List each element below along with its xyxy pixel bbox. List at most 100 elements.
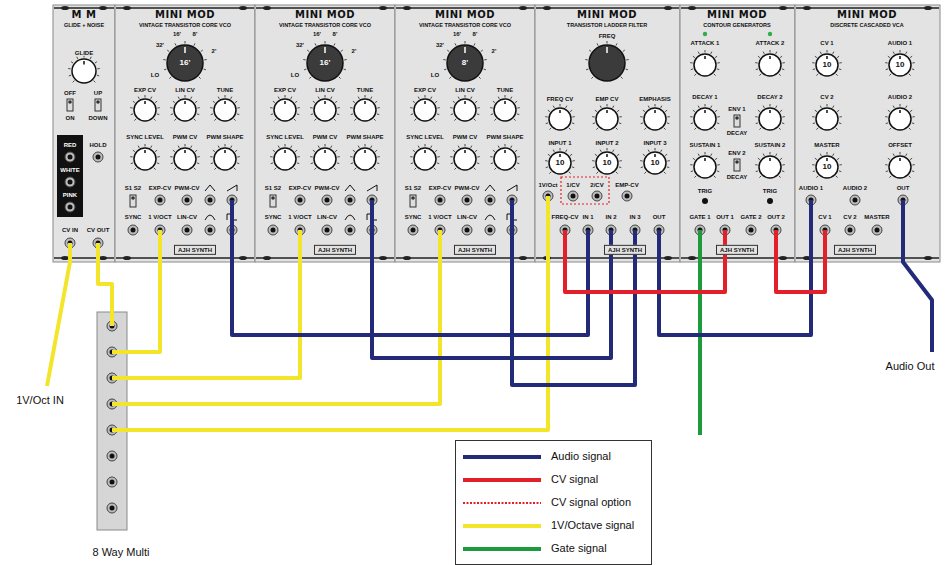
knob-pointer: [424, 101, 426, 104]
jack-hole: [208, 198, 213, 203]
jack-socket: [872, 225, 882, 235]
panel-label: 8': [472, 31, 479, 37]
scale-tick: [337, 156, 339, 157]
waveform-symbol: [345, 215, 355, 220]
scale-tick: [693, 158, 695, 159]
scale-tick: [643, 154, 645, 155]
scale-tick: [350, 107, 352, 108]
scale-tick: [334, 168, 336, 170]
scale-tick: [178, 97, 179, 99]
scale-tick: [626, 59, 628, 60]
jack-hole: [298, 198, 303, 203]
panel-label: OUT: [896, 185, 911, 191]
knob: [210, 144, 240, 170]
scale-tick: [816, 128, 818, 130]
scale-tick: [318, 146, 319, 148]
panel-label: 16': [312, 31, 322, 37]
patch-cable: [232, 262, 588, 335]
scale-tick: [413, 101, 415, 102]
scale-tick: [151, 146, 152, 148]
scale-tick: [297, 107, 299, 108]
knob: [68, 55, 100, 83]
scale-tick: [782, 62, 784, 63]
scale-tick: [667, 122, 669, 124]
scale-tick: [549, 128, 551, 130]
octave-dial: [585, 41, 628, 81]
scale-tick: [377, 156, 379, 157]
scale-tick: [619, 166, 621, 168]
knob-cap: [167, 45, 203, 81]
mounting-screw: [239, 256, 247, 260]
vco-module: MINI MODVINTAGE TRANSISTOR CORE VCO32'16…: [255, 5, 395, 262]
scale-tick: [813, 122, 815, 124]
scale-tick: [173, 101, 175, 102]
scale-tick: [285, 144, 286, 147]
knob-pointer: [144, 150, 146, 153]
scale-tick: [344, 59, 346, 60]
scale-tick: [479, 77, 481, 79]
knob-cap: [354, 148, 376, 170]
scale-tick: [782, 68, 784, 70]
ladder-filter-module: MINI MODTRANSISTOR LADDER FILTERFREQFREQ…: [535, 5, 680, 262]
panel-label: 2/CV: [589, 182, 604, 188]
knob-pointer: [826, 158, 828, 161]
patch-cable: [659, 262, 811, 335]
jack-label: PINK: [62, 192, 78, 198]
panel-label: 1 V/OCT: [287, 214, 312, 220]
scale-tick: [273, 101, 275, 102]
jack-hole: [749, 228, 754, 233]
cable-plug: [438, 230, 442, 262]
scale-tick: [906, 106, 907, 108]
jack-socket: [345, 195, 355, 205]
scale-tick: [833, 154, 834, 156]
knob-cap: [596, 108, 618, 130]
panel-label: DOWN: [88, 115, 109, 121]
module-name: CONTOUR GENERATORS: [702, 23, 772, 29]
scale-tick: [619, 116, 621, 117]
scale-tick: [477, 113, 479, 115]
knob-value: 10: [555, 159, 566, 167]
panel-label: CV 1: [817, 214, 832, 220]
scale-tick: [318, 97, 319, 99]
scale-tick: [836, 74, 838, 76]
patch-cable: [512, 262, 635, 385]
scale-tick: [664, 172, 666, 174]
mounting-screw: [688, 6, 696, 10]
output-cable: [903, 200, 932, 352]
panel-label: INPUT 2: [594, 140, 619, 146]
scale-tick: [770, 104, 771, 107]
panel-label: SUSTAIN 2: [754, 142, 787, 148]
module-logo: MINI MOD: [836, 10, 898, 21]
scale-tick: [437, 156, 439, 157]
knob: [210, 95, 240, 121]
scale-tick: [667, 116, 669, 117]
scale-tick: [310, 156, 312, 157]
toggle-switch: [270, 195, 276, 207]
module-logo: MINI MOD: [706, 10, 768, 21]
scale-tick: [351, 113, 353, 115]
mounting-screw: [263, 256, 271, 260]
scale-tick: [154, 119, 156, 121]
brand-logo: AJH SYNTH: [454, 245, 496, 255]
panel-label: EXP CV: [133, 87, 157, 93]
scale-tick: [130, 107, 132, 108]
scale-tick: [511, 97, 512, 99]
panel-label: EMPHASIS: [638, 96, 671, 102]
scale-tick: [665, 110, 667, 111]
scale-tick: [694, 128, 696, 130]
scale-tick: [195, 150, 197, 151]
scale-tick: [910, 110, 912, 111]
scale-tick: [449, 77, 451, 79]
scale-tick: [210, 107, 212, 108]
scale-tick: [157, 113, 159, 115]
scale-tick: [758, 110, 760, 111]
scale-tick: [494, 119, 496, 121]
scale-tick: [886, 68, 888, 70]
scale-tick: [572, 116, 574, 117]
scale-tick: [759, 74, 761, 76]
scale-tick: [888, 110, 890, 111]
panel-label: ENV 1: [727, 106, 746, 112]
scale-tick: [779, 128, 781, 130]
panel-label: LIN CV: [314, 87, 336, 93]
scale-tick: [170, 156, 172, 157]
